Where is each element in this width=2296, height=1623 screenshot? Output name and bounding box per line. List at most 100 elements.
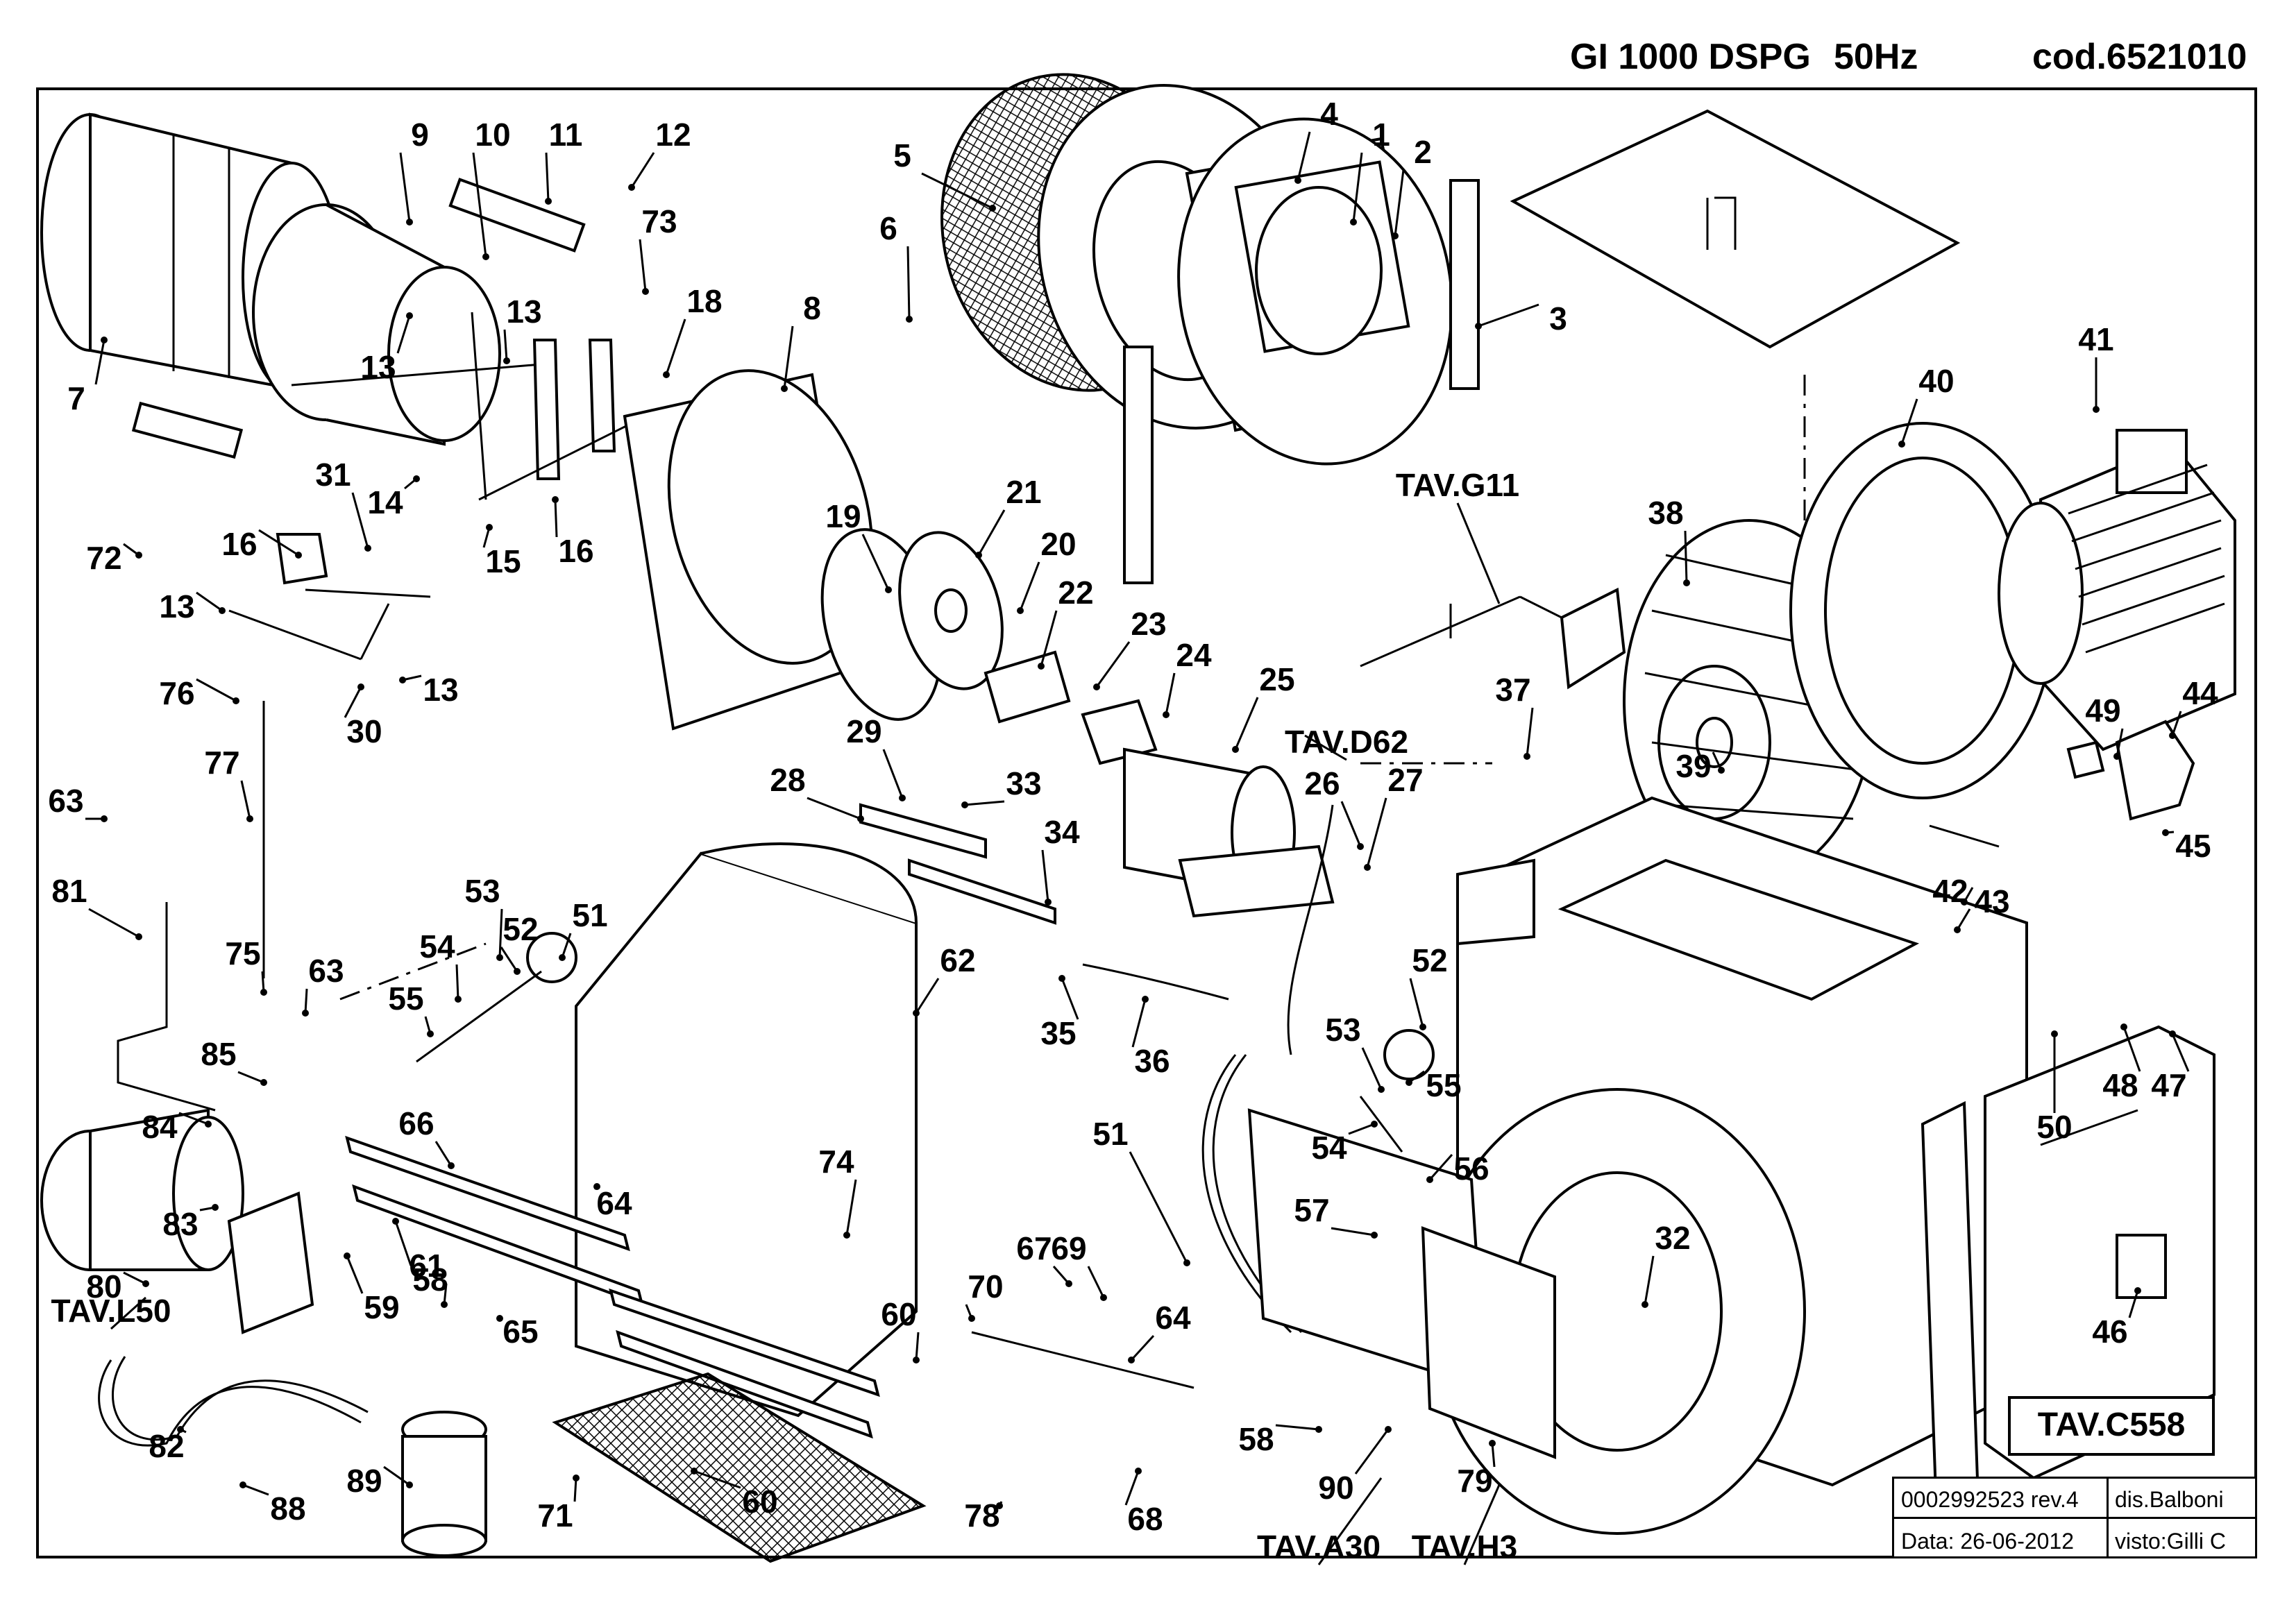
leader-arrow-40: [1898, 441, 1905, 448]
pressure-switch-part: [2066, 720, 2195, 821]
leader-arrow-65: [496, 1315, 503, 1322]
motor-flange-part: [1789, 422, 2056, 799]
drawing-model: GI 1000 DSPG: [1570, 37, 1811, 77]
leader-arrow-19: [885, 586, 892, 593]
leader-arrow-24: [1163, 711, 1170, 718]
leader-arrow-13: [406, 312, 413, 319]
leader-arrow-53: [496, 954, 503, 961]
part-label-63: 63: [308, 953, 344, 989]
part-label-25: 25: [1259, 661, 1294, 697]
leader-arrow-38: [1683, 579, 1690, 586]
part-label-44: 44: [2182, 675, 2218, 711]
part-label-90: 90: [1318, 1470, 1353, 1506]
leader-arrow-53: [1378, 1086, 1385, 1093]
oil-pump-assembly: [40, 1108, 314, 1334]
rail-bars: [345, 1135, 880, 1439]
leader-line-75: [261, 971, 265, 993]
leader-line-30: [344, 686, 362, 718]
ignition-electrodes: [859, 803, 1229, 1001]
leader-line-76: [196, 678, 237, 702]
leader-line-20: [1019, 561, 1040, 611]
leader-arrow-49: [2113, 753, 2120, 760]
leader-line-23: [1095, 641, 1131, 688]
leader-arrow-37: [1523, 753, 1530, 760]
hydraulic-cover-part: [575, 842, 918, 1418]
leader-arrow-5: [989, 205, 996, 212]
leader-line-60: [693, 1470, 741, 1489]
leader-line-81: [88, 908, 140, 938]
leader-line-44: [2171, 711, 2182, 736]
leader-arrow-32: [1641, 1301, 1648, 1308]
part-label-10: 10: [475, 117, 510, 153]
leader-arrow-16: [552, 496, 559, 503]
leader-arrow-30: [357, 683, 364, 690]
table-ref-leader-3: [1317, 1477, 1383, 1565]
leader-arrow-28: [857, 815, 864, 822]
leader-line-13: [196, 591, 223, 612]
leader-line-25: [1234, 697, 1259, 750]
leader-line-16: [554, 499, 558, 538]
burner-head-housing: [1123, 117, 1480, 584]
part-label-81: 81: [51, 873, 87, 909]
leader-arrow-85: [260, 1079, 267, 1086]
leader-arrow-13: [219, 607, 226, 614]
access-cover-plate: [1510, 109, 1961, 349]
part-label-58: 58: [1238, 1421, 1274, 1457]
leader-arrow-27: [1364, 864, 1371, 871]
part-label-83: 83: [162, 1206, 198, 1242]
leader-line-53: [498, 908, 503, 958]
part-label-37: 37: [1495, 672, 1530, 708]
combustion-head-part: [623, 369, 874, 731]
leader-line-74: [845, 1179, 857, 1236]
part-label-9: 9: [411, 117, 429, 153]
leader-line-63: [304, 988, 308, 1014]
part-label-2: 2: [1414, 134, 1432, 170]
leader-line-89: [383, 1465, 410, 1486]
leader-arrow-29: [899, 794, 906, 801]
leader-arrow-55: [427, 1030, 434, 1037]
leader-line-73: [639, 239, 647, 292]
leader-arrow-22: [1038, 663, 1045, 670]
leader-arrow-75: [260, 989, 267, 996]
leader-arrow-76: [233, 697, 239, 704]
part-label-3: 3: [1549, 300, 1567, 337]
leader-arrow-59: [344, 1252, 351, 1259]
leader-arrow-77: [246, 815, 253, 822]
leader-arrow-62: [913, 1010, 920, 1017]
nozzle-assembly: [984, 650, 1335, 918]
leader-line-69: [1087, 1266, 1105, 1298]
part-label-82: 82: [149, 1428, 184, 1464]
part-leaders: [85, 131, 2190, 1509]
leader-arrow-4: [1294, 177, 1301, 184]
leader-arrow-45: [2162, 829, 2169, 836]
leader-arrow-64: [1128, 1357, 1135, 1363]
leader-line-1: [1352, 152, 1363, 223]
servomotor-assembly: [1360, 587, 1626, 946]
table-ref-tav-h3: TAV.H3: [1412, 1529, 1518, 1565]
leader-arrow-11: [545, 198, 552, 205]
oil-pipe-part: [117, 701, 265, 1112]
leader-arrow-72: [135, 552, 142, 559]
leader-line-57: [1331, 1227, 1375, 1237]
leader-arrow-35: [1058, 975, 1065, 982]
leader-arrow-34: [1045, 899, 1052, 906]
part-label-64: 64: [1155, 1300, 1191, 1336]
part-label-74: 74: [818, 1144, 854, 1180]
checked-by: visto:Gilli C: [2115, 1529, 2227, 1554]
leader-line-35: [1061, 978, 1079, 1020]
leader-arrow-84: [205, 1121, 212, 1128]
leader-arrow-13: [399, 677, 406, 683]
part-label-52: 52: [503, 911, 538, 947]
part-label-65: 65: [503, 1314, 538, 1350]
leader-arrow-54: [1371, 1121, 1378, 1128]
leader-arrow-12: [628, 184, 635, 191]
leader-line-3: [1478, 303, 1539, 328]
leader-arrow-46: [2134, 1287, 2141, 1294]
drawing-code: cod.6521010: [2032, 37, 2247, 77]
part-label-89: 89: [346, 1463, 382, 1499]
part-label-40: 40: [1918, 363, 1954, 399]
air-damper-linkage: [131, 178, 632, 661]
part-label-55: 55: [1426, 1067, 1461, 1103]
part-label-30: 30: [346, 713, 382, 749]
part-label-31: 31: [315, 457, 351, 493]
